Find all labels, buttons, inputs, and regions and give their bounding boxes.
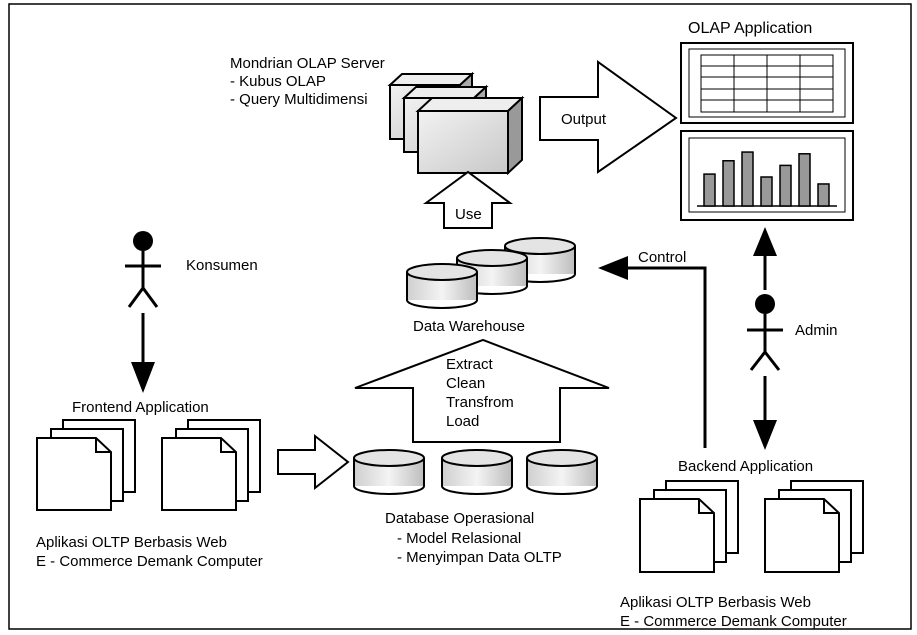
db-cylinder-2 xyxy=(441,449,513,495)
data-warehouse-cylinders xyxy=(406,237,576,309)
frontend-desc2: E - Commerce Demank Computer xyxy=(36,553,263,570)
etl-clean: Clean xyxy=(446,375,485,392)
use-arrow xyxy=(422,170,514,229)
admin-label: Admin xyxy=(795,322,838,339)
control-label: Control xyxy=(638,249,686,266)
olap-bar xyxy=(798,153,811,207)
frontend-docs-left xyxy=(36,419,136,511)
admin-up-arrow xyxy=(753,227,777,290)
frontend-desc1: Aplikasi OLTP Berbasis Web xyxy=(36,534,227,551)
olap-table-panel xyxy=(680,42,854,124)
olap-server-title: Mondrian OLAP Server xyxy=(230,55,385,72)
olap-server-line2: - Query Multidimensi xyxy=(230,91,368,108)
konsumen-down-arrow xyxy=(131,313,155,393)
use-label: Use xyxy=(455,206,482,223)
konsumen-person-icon xyxy=(125,231,161,308)
backend-title: Backend Application xyxy=(678,458,813,475)
olap-bar xyxy=(779,164,792,207)
backend-docs-right xyxy=(764,480,864,573)
database-title: Database Operasional xyxy=(385,510,534,527)
etl-load: Load xyxy=(446,413,479,430)
backend-docs-left xyxy=(639,480,739,573)
olap-app-title: OLAP Application xyxy=(688,20,812,37)
dw-cylinder-1 xyxy=(406,263,478,309)
cube-front xyxy=(415,95,525,176)
etl-arrow xyxy=(354,338,610,443)
database-line2: - Menyimpan Data OLTP xyxy=(397,549,562,566)
backend-desc1: Aplikasi OLTP Berbasis Web xyxy=(620,594,811,611)
olap-bar xyxy=(741,151,754,207)
olap-server-line1: - Kubus OLAP xyxy=(230,73,326,90)
control-arrow xyxy=(598,256,707,448)
frontend-docs-right xyxy=(161,419,261,511)
olap-server-cubes xyxy=(387,71,525,176)
data-warehouse-label: Data Warehouse xyxy=(413,318,525,335)
etl-transform: Transfrom xyxy=(446,394,514,411)
db-cylinder-1 xyxy=(353,449,425,495)
olap-chart-panel xyxy=(680,130,854,221)
olap-bars xyxy=(703,151,830,207)
output-label: Output xyxy=(561,111,607,128)
backend-desc2: E - Commerce Demank Computer xyxy=(620,613,847,630)
admin-person-icon xyxy=(747,294,783,371)
dw-cylinder-2 xyxy=(456,249,528,295)
konsumen-label: Konsumen xyxy=(186,257,258,274)
olap-bar xyxy=(760,176,773,207)
olap-table-grid xyxy=(700,54,834,113)
olap-bar xyxy=(817,183,830,207)
frontend-title: Frontend Application xyxy=(72,399,209,416)
outer-frame xyxy=(8,3,912,630)
olap-bar xyxy=(703,173,716,207)
admin-down-arrow xyxy=(753,376,777,450)
database-line1: - Model Relasional xyxy=(397,530,521,547)
operational-db-cylinders xyxy=(353,449,598,495)
db-cylinder-3 xyxy=(526,449,598,495)
output-arrow xyxy=(539,60,678,174)
frontend-to-db-arrow xyxy=(277,433,350,491)
etl-extract: Extract xyxy=(446,356,494,373)
olap-bar xyxy=(722,160,735,207)
